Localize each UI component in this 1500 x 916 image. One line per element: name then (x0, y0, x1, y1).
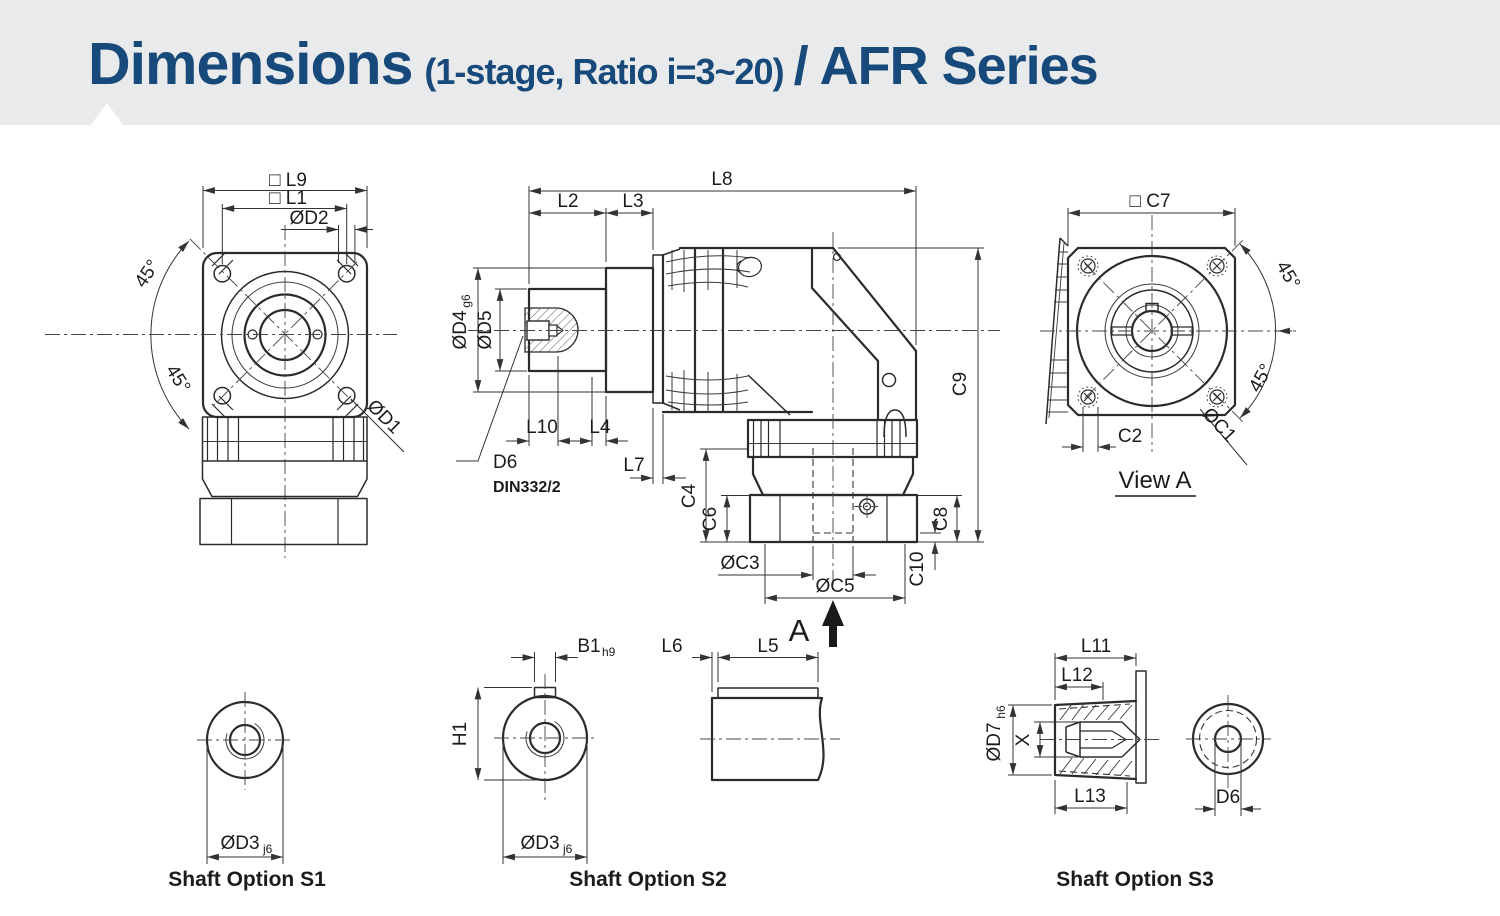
dim-label-c4: C4 (679, 483, 700, 508)
dim-label-c1: ØC1 (1198, 404, 1240, 447)
dim-label-l3: L3 (622, 191, 643, 212)
dim-label-l6: L6 (661, 636, 682, 657)
header-notch-triangle (90, 103, 124, 126)
view-a-arrow-icon (822, 600, 844, 647)
dim-label-45-top: 45° (131, 256, 164, 292)
title-series: / AFR Series (793, 36, 1099, 96)
dim-label-l2: L2 (557, 191, 578, 212)
dim-label-c3: ØC3 (720, 553, 759, 574)
view-a-marker-letter: A (789, 613, 810, 648)
view-a-caption: View A (1119, 467, 1192, 494)
side-view: L8 L2 L3 ØD4 g6 ØD5 L10 (450, 169, 1000, 648)
dim-label-s1-d3: ØD3 (220, 833, 259, 854)
dim-label-c5: ØC5 (815, 576, 854, 597)
leader-label-din332: DIN332/2 (493, 479, 561, 496)
page-header: Dimensions (1-stage, Ratio i=3~20) / AFR… (0, 0, 1500, 125)
page-title: Dimensions (1-stage, Ratio i=3~20) / AFR… (88, 0, 1099, 130)
dim-label-l11: L11 (1081, 636, 1111, 657)
title-main: Dimensions (88, 31, 413, 97)
dim-label-d7-tol: h6 (994, 705, 1008, 719)
shaft-s3-caption: Shaft Option S3 (1056, 868, 1214, 891)
view-a: □ C7 45° 45° C2 ØC1 View A (1040, 191, 1304, 497)
dim-label-l13: L13 (1074, 786, 1106, 807)
shaft-option-s2: B1 h9 H1 ØD3 j6 L6 L5 Shaft Option S2 (450, 636, 840, 891)
shaft-option-s3: L11 L12 ØD7 h6 X L13 (984, 636, 1271, 891)
shaft-s1-caption: Shaft Option S1 (168, 868, 326, 891)
dim-label-c8: C8 (931, 507, 952, 531)
dim-label-s2-d3: ØD3 (520, 833, 559, 854)
dim-label-l5: L5 (757, 636, 778, 657)
dim-label-c9: C9 (950, 372, 971, 396)
shaft-s2-caption: Shaft Option S2 (569, 868, 727, 891)
front-view: 45° 45° □ L9 □ L1 ØD2 ØD1 (45, 170, 405, 558)
dim-label-b1-tol: h9 (602, 645, 616, 659)
dim-label-45a-top: 45° (1271, 258, 1304, 293)
dim-label-c7: □ C7 (1129, 191, 1170, 212)
dim-label-l10: L10 (526, 417, 558, 438)
dim-label-45-bottom: 45° (161, 361, 194, 396)
dim-label-c2: C2 (1118, 426, 1142, 447)
dim-label-d4: ØD4 (450, 310, 471, 350)
dim-label-d2: ØD2 (289, 208, 328, 229)
dim-label-l8: L8 (711, 169, 732, 190)
dim-label-l4: L4 (589, 417, 611, 438)
dim-label-c6: C6 (700, 507, 721, 531)
dim-label-x: X (1013, 733, 1034, 746)
dim-label-s2-d3-tol: j6 (562, 842, 573, 856)
leader-label-d6: D6 (493, 452, 517, 473)
dim-label-c10: C10 (907, 552, 928, 587)
shaft-option-s1: ØD3 j6 Shaft Option S1 (168, 692, 326, 891)
dim-label-h1: H1 (450, 722, 471, 746)
title-sub: (1-stage, Ratio i=3~20) (424, 51, 784, 92)
dim-label-45a-bottom: 45° (1245, 361, 1278, 396)
dim-label-d5: ØD5 (475, 310, 496, 349)
dim-label-d7: ØD7 (984, 722, 1005, 761)
dim-label-s3-d6: D6 (1216, 787, 1240, 808)
dim-label-l7: L7 (623, 455, 644, 476)
dim-label-l12: L12 (1061, 665, 1093, 686)
dim-label-l9: □ L9 (269, 170, 307, 191)
dim-label-l1: □ L1 (269, 188, 307, 209)
dim-label-d4-tol: g6 (459, 294, 473, 308)
dim-label-s1-d3-tol: j6 (262, 842, 273, 856)
dim-label-b1: B1 (577, 636, 600, 657)
